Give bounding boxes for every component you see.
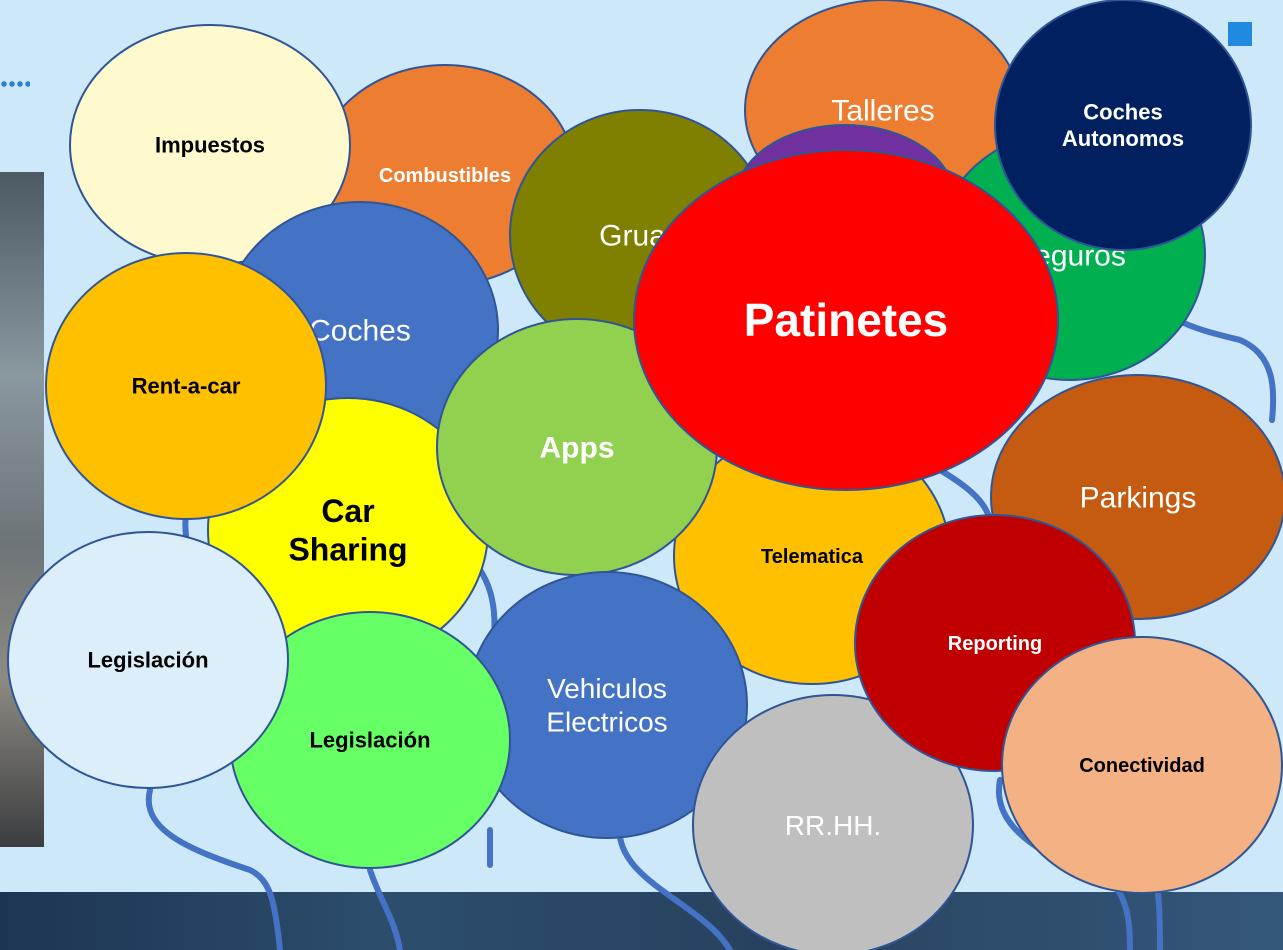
dotted-accent [0,80,30,88]
balloon-rr-hh: RR.HH. [692,694,974,950]
balloon-label: Reporting [948,633,1042,655]
balloon-label: Impuestos [155,133,265,158]
corner-accent [1228,22,1252,46]
balloon-impuestos: Impuestos [69,24,351,266]
balloon-shape [692,694,974,950]
balloon-label: Apps [540,432,615,465]
balloon-apps: Apps [436,318,718,576]
balloon-shape [633,149,1059,491]
balloon-string [145,787,283,950]
balloon-legislaci-n: Legislación [229,611,511,869]
balloon-legislaci-n: Legislación [7,531,289,789]
balloon-shape [994,0,1252,251]
footer-band [0,892,1283,950]
balloon-label: Coches [309,315,411,348]
balloon-label: RR.HH. [785,810,881,841]
balloon-shape [45,252,327,520]
balloon-label: Rent-a-car [132,374,241,399]
balloon-label: Legislación [87,648,208,673]
balloon-shape [7,531,289,789]
balloon-string [367,867,403,950]
balloon-string [937,467,993,523]
balloon-label: Conectividad [1079,755,1205,777]
balloon-label: Patinetes [744,294,949,346]
balloon-string [616,817,733,950]
balloon-label: Telematica [761,546,864,568]
balloon-shape [1001,636,1283,894]
balloon-label: Parkings [1080,482,1197,515]
balloon-conectividad: Conectividad [1001,636,1283,894]
balloon-label: Talleres [831,95,934,128]
balloon-label: Legislación [309,728,430,753]
balloon-rent-a-car: Rent-a-car [45,252,327,520]
balloon-label: Combustibles [379,165,511,187]
balloon-patinetes: Patinetes [633,149,1059,491]
balloons: CombustiblesImpuestosCochesTalleresSegur… [7,0,1283,950]
